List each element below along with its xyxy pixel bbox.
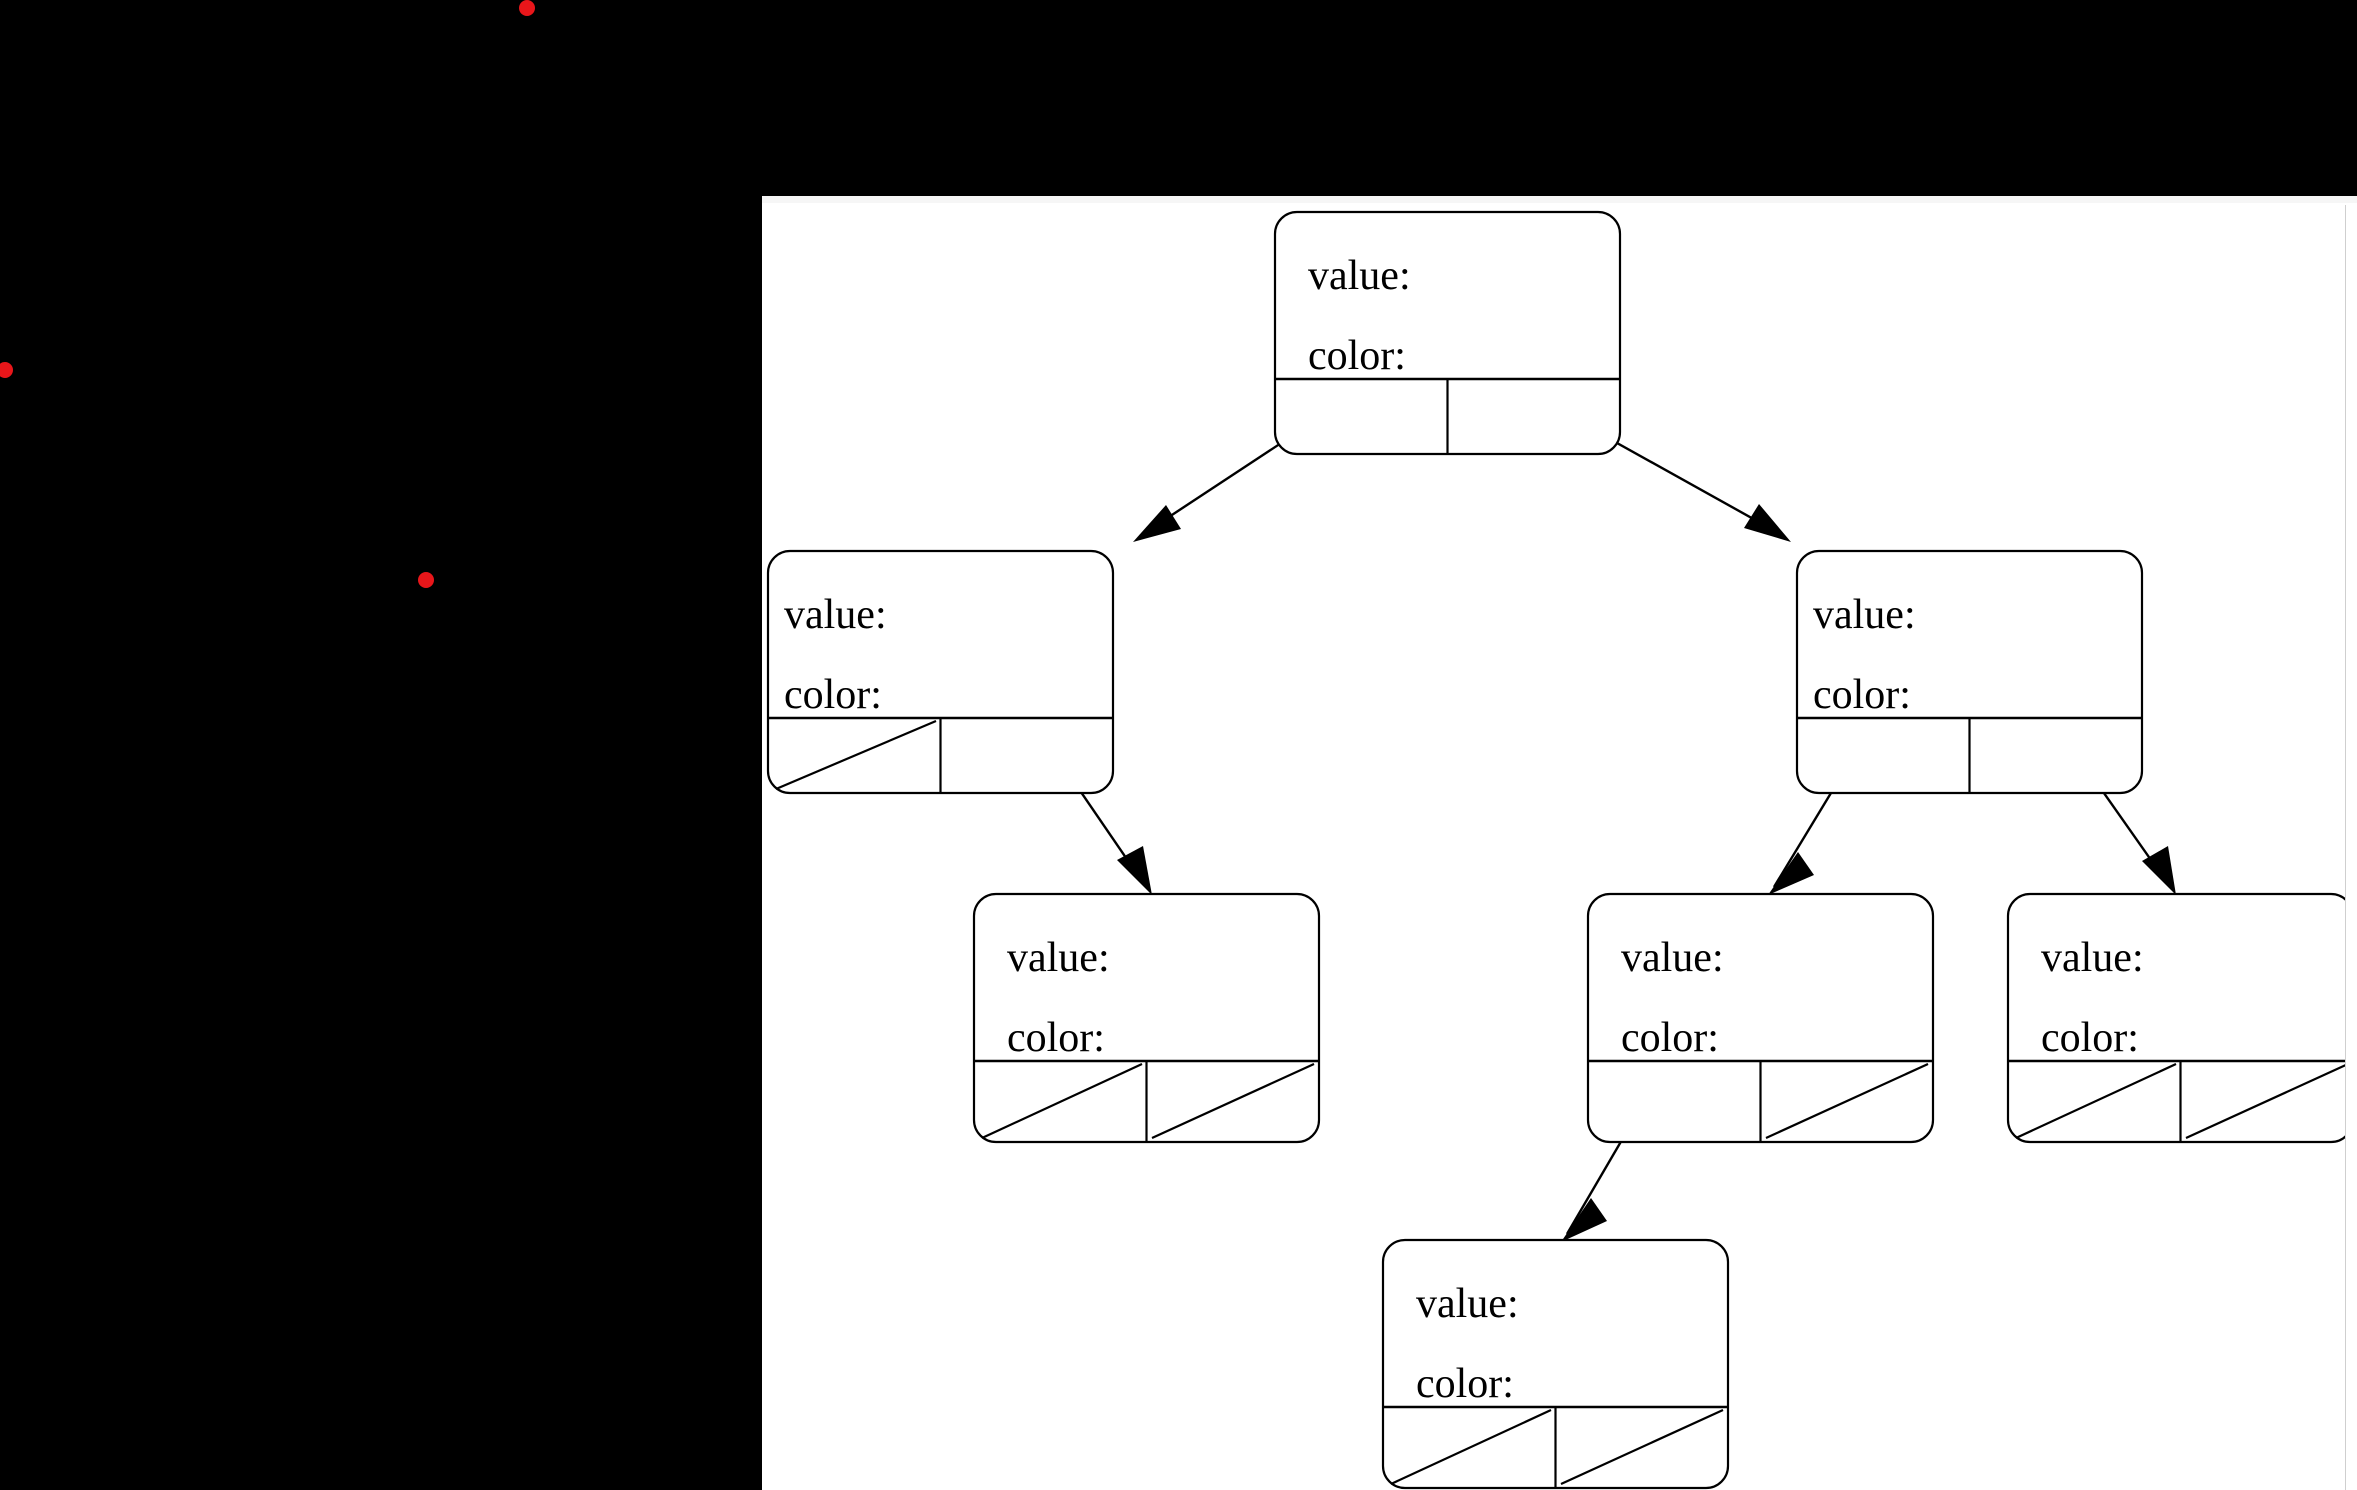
binary-tree-diagram: value: color: value: color: value: color…: [766, 210, 2355, 1490]
node-color-label: color:: [1416, 1361, 1514, 1407]
tree-node-deep[interactable]: value: color:: [1381, 1238, 1730, 1490]
nil-slash-left: [1390, 1409, 1552, 1485]
node-value-label: value:: [1621, 935, 1724, 981]
tree-node-root[interactable]: value: color:: [1273, 210, 1622, 456]
node-color-label: color:: [2041, 1015, 2139, 1061]
node-color-label: color:: [1621, 1015, 1719, 1061]
node-color-label: color:: [784, 672, 882, 718]
nil-slash-left: [2015, 1063, 2177, 1139]
node-value-label: value:: [1813, 592, 1916, 638]
node-value-label: value:: [1308, 253, 1411, 299]
tree-node-right-right[interactable]: value: color:: [2006, 892, 2355, 1144]
node-value-label: value:: [2041, 935, 2144, 981]
node-value-label: value:: [1416, 1281, 1519, 1327]
document-panel[interactable]: value: color: value: color: value: color…: [762, 203, 2357, 1490]
node-color-label: color:: [1007, 1015, 1105, 1061]
node-value-label: value:: [1007, 935, 1110, 981]
panel-right-gutter: [2346, 205, 2357, 1490]
nil-slash-right: [1151, 1062, 1315, 1140]
nil-slash-right: [2185, 1062, 2349, 1140]
nil-slash-left: [775, 719, 937, 791]
tree-node-left[interactable]: value: color:: [766, 549, 1115, 795]
nil-slash-right: [1765, 1062, 1929, 1140]
node-value-label: value:: [784, 592, 887, 638]
node-color-label: color:: [1813, 672, 1911, 718]
panel-scrollbar-divider[interactable]: [2345, 205, 2346, 1490]
tree-node-left-right[interactable]: value: color:: [972, 892, 1321, 1144]
nil-slash-left: [981, 1063, 1143, 1139]
tree-node-right[interactable]: value: color:: [1795, 549, 2144, 795]
tree-node-right-left[interactable]: value: color:: [1586, 892, 1935, 1144]
node-color-label: color:: [1308, 333, 1406, 379]
nil-slash-right: [1560, 1408, 1724, 1486]
